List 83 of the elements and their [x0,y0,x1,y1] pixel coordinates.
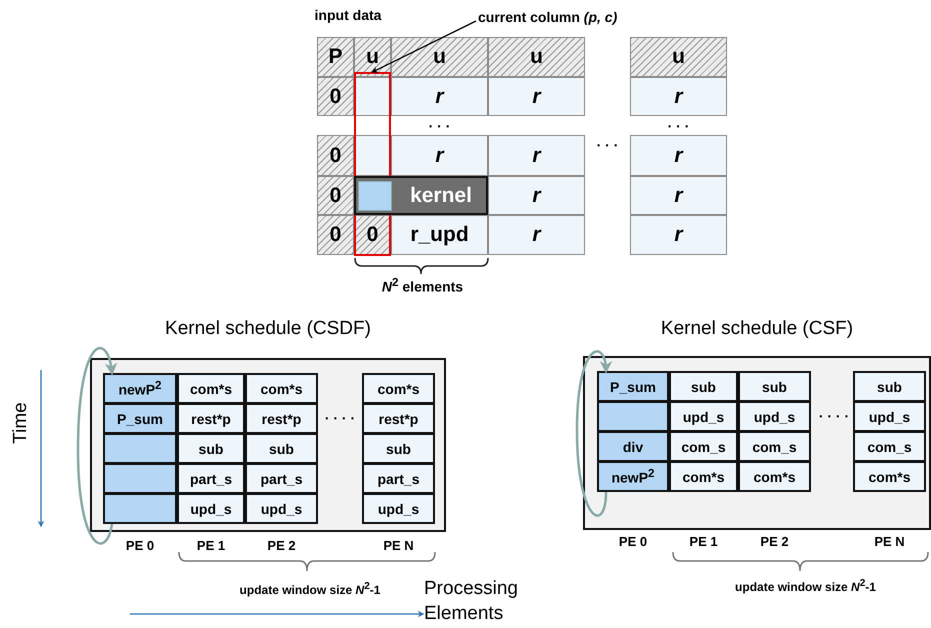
schedule-cell: upd_s [245,493,318,524]
column-label: PE 2 [266,536,297,554]
schedule-cell: part_s [362,463,435,494]
brace-label: update window size N$^{2}$-1 [734,577,877,596]
square-marker [358,181,392,211]
column-label: PE 0 [124,536,156,554]
table-cell: r [488,176,585,215]
table-cell: r [391,77,488,116]
schedule-cell: upd_s [738,401,811,432]
axis-label: Processing Elements [424,577,519,626]
table-cell: r [488,77,585,116]
schedule-cell: div [597,431,669,462]
table-cell: r [630,77,727,116]
leader-line [371,20,476,73]
callout-text: current column (p, c) [478,9,643,33]
schedule-cell: upd_s [853,401,926,432]
axis-label: Time [9,401,32,446]
schedule-cell: sub [245,433,318,464]
schedule-cell: part_s [177,463,245,494]
schedule-cell: upd_s [669,401,738,432]
schedule-cell [597,401,669,432]
table-cell: u [391,37,488,77]
panel-title: Kernel schedule (CSDF) [164,317,372,341]
schedule-cell: P_sum [103,403,177,434]
schedule-cell: newP$^{2}$ [103,373,177,404]
schedule-cell: upd_s [362,493,435,524]
schedule-cell: newP$^{2}$ [597,461,669,492]
ellipsis: · · · [428,116,452,135]
table-cell: r [630,176,727,215]
table-cell: u [630,37,727,77]
column-label: PE N [873,532,906,550]
table-cell: 0 [317,77,354,116]
table-cell: 0 [317,176,354,215]
table-cell: 0 [317,135,354,176]
table-cell: r [630,135,727,176]
schedule-cell: sub [362,433,435,464]
schedule-cell: sub [669,371,738,402]
column-label: PE 1 [688,532,719,550]
table-cell: r [488,135,585,176]
table-cell: r [630,215,727,255]
schedule-cell: rest*p [245,403,318,434]
table-cell: r [488,215,585,255]
loop-arrow [576,350,612,517]
schedule-cell: com*s [853,461,926,492]
table-cell: P [317,37,354,77]
schedule-cell [103,433,177,464]
schedule-cell: sub [177,433,245,464]
ellipsis: · · · [666,116,690,135]
schedule-cell: sub [738,371,811,402]
schedule-cell [103,463,177,494]
label: input data [314,6,382,25]
schedule-cell: com_s [738,431,811,462]
schedule-cell: rest*p [177,403,245,434]
schedule-cell: rest*p [362,403,435,434]
column-label: PE 2 [759,532,790,550]
table-cell: u [354,37,391,77]
column-label: PE 1 [196,536,226,554]
ellipsis: · · · · [324,409,356,428]
table-cell: 0 [317,215,354,255]
brace-label: update window size N$^{2}$-1 [238,580,382,599]
schedule-cell: sub [853,371,926,402]
schedule-cell: part_s [245,463,318,494]
box-label: kernel [409,182,473,208]
schedule-cell: upd_s [177,493,245,524]
ellipsis: · · · · [818,407,850,426]
schedule-cell: com*s [669,461,738,492]
column-label: PE 0 [618,532,648,550]
table-cell: r_upd [391,215,488,255]
column-label: PE N [382,536,415,554]
table-cell: r [391,135,488,176]
label: N$^{2}$ elements [380,274,464,296]
table-cell: u [488,37,585,77]
schedule-cell: com*s [177,373,245,404]
schedule-cell: P_sum [597,371,669,402]
ellipsis: · · · [596,136,620,155]
schedule-cell [103,493,177,524]
schedule-cell: com*s [738,461,811,492]
panel-title: Kernel schedule (CSF) [660,317,854,341]
loop-arrow [76,347,117,544]
schedule-cell: com_s [669,431,738,462]
schedule-cell: com_s [853,431,926,462]
schedule-cell: com*s [245,373,318,404]
schedule-cell: com*s [362,373,435,404]
